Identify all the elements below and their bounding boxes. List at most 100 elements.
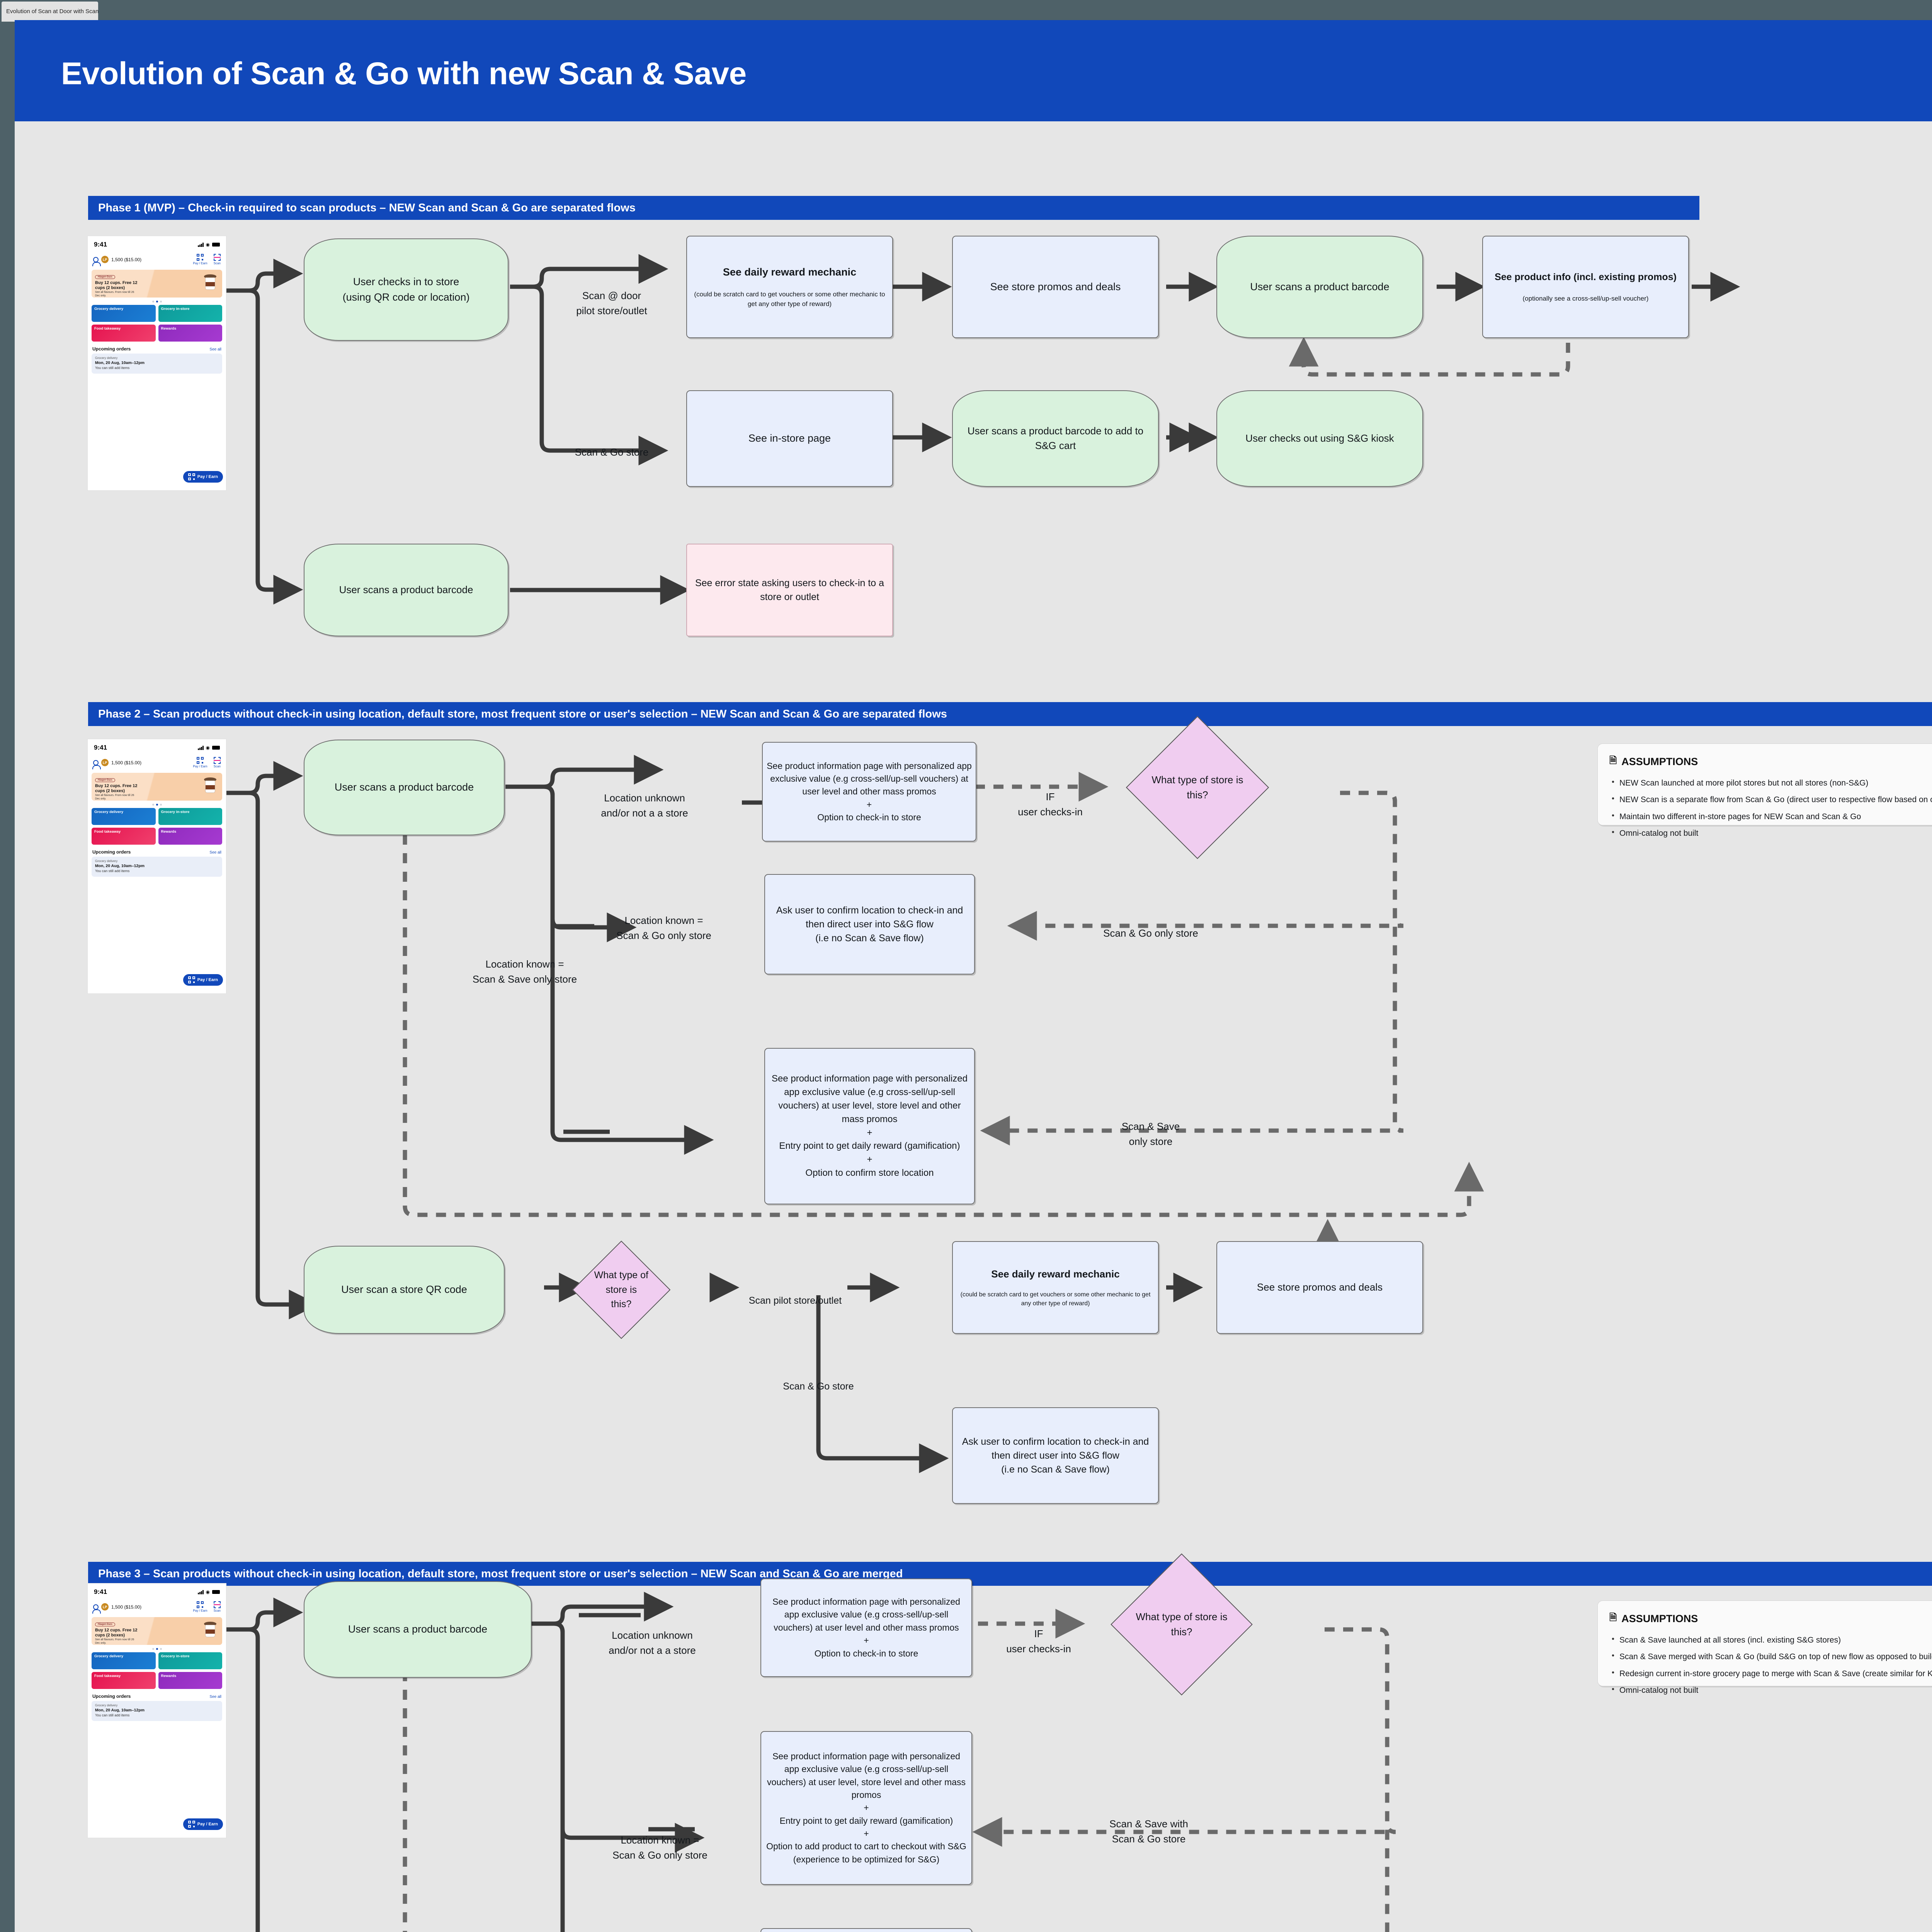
node-p2-product-info-ss[interactable]: See product information page with person…	[764, 1048, 975, 1204]
node-p1-checkout-kiosk[interactable]: User checks out using S&G kiosk	[1216, 390, 1423, 487]
qr-icon	[197, 757, 204, 764]
node-p3-scan-barcode[interactable]: User scans a product barcode	[304, 1581, 532, 1678]
tile-rewards[interactable]: Rewards	[158, 828, 222, 845]
pay-earn-action[interactable]: Pay / Earn	[193, 254, 207, 265]
section-title: Upcoming orders	[92, 1694, 131, 1699]
promo-banner[interactable]: Häagen-Dazs Buy 12 cups. Free 12 cups (2…	[92, 1617, 222, 1645]
tile-food-takeaway[interactable]: Food takeaway	[92, 1672, 156, 1689]
scan-action[interactable]: Scan	[214, 254, 221, 265]
phase2-assumptions: 🗎 ASSUMPTIONS NEW Scan launched at more …	[1597, 743, 1932, 838]
tile-food-takeaway[interactable]: Food takeaway	[92, 828, 156, 845]
pay-earn-action[interactable]: Pay / Earn	[193, 757, 207, 768]
order-note: You can still add items	[95, 366, 130, 370]
tile-grocery-delivery[interactable]: Grocery delivery	[92, 305, 156, 322]
promo-banner[interactable]: Häagen-Dazs Buy 12 cups. Free 12 cups (2…	[92, 270, 222, 298]
order-type: Grocery delivery	[95, 356, 118, 360]
label-p3-if-user-checks-in: IF user checks-in	[1006, 1628, 1071, 1655]
phone-account-row: LP 1,500 ($15.00) Pay / Earn Scan	[88, 250, 226, 270]
tile-grocery-delivery[interactable]: Grocery delivery	[92, 1652, 156, 1669]
label-p3-location-known-sg: Location known = Scan & Go only store	[612, 1834, 707, 1861]
account-icon[interactable]	[92, 760, 101, 769]
order-type: Grocery delivery	[95, 1704, 118, 1707]
scan-action[interactable]: Scan	[214, 1601, 221, 1612]
service-tiles: Grocery delivery Grocery in-store Food t…	[88, 808, 226, 845]
assumptions-list: Scan & Save launched at all stores (incl…	[1609, 1634, 1932, 1696]
account-icon[interactable]	[92, 257, 101, 266]
node-p2-product-info-checkin[interactable]: See product information page with person…	[762, 742, 976, 842]
section-title: Upcoming orders	[92, 346, 131, 352]
phase2-bar: Phase 2 – Scan products without check-in…	[88, 702, 1932, 726]
node-p3-product-info-sg[interactable]: See product information page with person…	[760, 1731, 972, 1885]
assumptions-list: NEW Scan launched at more pilot stores b…	[1609, 777, 1932, 838]
label-p2-location-known-sg: Location known = Scan & Go only store	[616, 915, 711, 941]
node-p2-scan-barcode[interactable]: User scans a product barcode	[304, 740, 505, 835]
see-all-link[interactable]: See all	[209, 850, 221, 855]
node-p2-store-type-decision[interactable]: What type of store is this?	[1126, 716, 1269, 859]
node-p2-confirm-location-sg-2[interactable]: Ask user to confirm location to check-in…	[952, 1407, 1159, 1504]
tile-grocery-in-store[interactable]: Grocery in-store	[158, 305, 222, 322]
tile-grocery-in-store[interactable]: Grocery in-store	[158, 1652, 222, 1669]
qr-icon	[188, 473, 195, 480]
banner-subtext: See all flavours. From now till 26 Dec o…	[95, 794, 134, 800]
section-title: Upcoming orders	[92, 849, 131, 855]
order-card[interactable]: Grocery delivery Mon, 20 Aug, 10am–12pm …	[92, 1701, 222, 1721]
pay-earn-action[interactable]: Pay / Earn	[193, 1601, 207, 1612]
node-p2-confirm-location-sg[interactable]: Ask user to confirm location to check-in…	[764, 874, 975, 975]
node-p2-store-promos[interactable]: See store promos and deals	[1216, 1241, 1423, 1334]
pay-earn-fab[interactable]: Pay / Earn	[183, 1818, 223, 1830]
node-p1-scan-product-barcode[interactable]: User scans a product barcode	[1216, 236, 1423, 338]
node-p1-in-store-page[interactable]: See in-store page	[686, 390, 893, 487]
pay-earn-fab[interactable]: Pay / Earn	[183, 974, 223, 986]
banner-brand-logo: Häagen-Dazs	[95, 275, 115, 279]
list-item: Scan & Save merged with Scan & Go (build…	[1611, 1651, 1932, 1662]
scan-icon	[213, 1601, 221, 1608]
see-all-link[interactable]: See all	[209, 347, 221, 352]
battery-icon	[212, 746, 220, 750]
node-p1-daily-reward[interactable]: See daily reward mechanic (could be scra…	[686, 236, 893, 338]
phone-mockup-phase2: 9:41 ◉ LP 1,500 ($15.00) Pay / Earn	[87, 739, 226, 994]
browser-tab[interactable]: Evolution of Scan at Door with Scan & Go	[2, 2, 98, 22]
node-p2-scan-store-qr[interactable]: User scan a store QR code	[304, 1246, 505, 1334]
wifi-icon: ◉	[206, 242, 210, 247]
node-p2-daily-reward[interactable]: See daily reward mechanic (could be scra…	[952, 1241, 1159, 1334]
banner-subtext: See all flavours. From now till 26 Dec o…	[95, 291, 134, 297]
banner-headline: Buy 12 cups. Free 12 cups (2 boxes)	[95, 1628, 138, 1638]
tile-food-takeaway[interactable]: Food takeaway	[92, 325, 156, 342]
promo-banner[interactable]: Häagen-Dazs Buy 12 cups. Free 12 cups (2…	[92, 773, 222, 801]
points-value: 1,500 ($15.00)	[111, 1604, 142, 1610]
node-p2-store-type-decision-2[interactable]: What type of store is this?	[572, 1240, 671, 1339]
order-card[interactable]: Grocery delivery Mon, 20 Aug, 10am–12pm …	[92, 857, 222, 877]
node-p1-product-info[interactable]: See product info (incl. existing promos)…	[1482, 236, 1689, 338]
list-item: Redesign current in-store grocery page t…	[1611, 1668, 1932, 1679]
carousel-dots[interactable]	[88, 301, 226, 303]
scan-icon	[213, 757, 221, 764]
phone-status-bar: 9:41 ◉	[88, 739, 226, 753]
tile-rewards[interactable]: Rewards	[158, 325, 222, 342]
node-p1-scan-to-cart[interactable]: User scans a product barcode to add to S…	[952, 390, 1159, 487]
tile-grocery-delivery[interactable]: Grocery delivery	[92, 808, 156, 825]
ice-cream-image	[204, 776, 217, 793]
fab-label: Pay / Earn	[197, 474, 218, 479]
tile-grocery-in-store[interactable]: Grocery in-store	[158, 808, 222, 825]
carousel-dots[interactable]	[88, 1648, 226, 1650]
order-card[interactable]: Grocery delivery Mon, 20 Aug, 10am–12pm …	[92, 354, 222, 374]
phone-account-row: LP 1,500 ($15.00) Pay / Earn Scan	[88, 1597, 226, 1617]
scan-action[interactable]: Scan	[214, 757, 221, 768]
phone-status-bar: 9:41 ◉	[88, 236, 226, 250]
pay-earn-fab[interactable]: Pay / Earn	[183, 471, 223, 483]
node-p1-user-checks-in[interactable]: User checks in to store (using QR code o…	[304, 238, 509, 341]
node-p1-error-state[interactable]: See error state asking users to check-in…	[686, 544, 893, 636]
qr-icon	[197, 1601, 204, 1608]
list-item: Scan & Save launched at all stores (incl…	[1611, 1634, 1932, 1645]
see-all-link[interactable]: See all	[209, 1695, 221, 1699]
node-p3-product-info-ss[interactable]: See product information page with person…	[760, 1928, 972, 1932]
account-icon[interactable]	[92, 1604, 101, 1614]
node-p1-scan-barcode-no-checkin[interactable]: User scans a product barcode	[304, 544, 509, 636]
page-title: Evolution of Scan & Go with new Scan & S…	[61, 56, 747, 91]
tile-rewards[interactable]: Rewards	[158, 1672, 222, 1689]
node-p1-store-promos[interactable]: See store promos and deals	[952, 236, 1159, 338]
carousel-dots[interactable]	[88, 804, 226, 806]
status-time: 9:41	[94, 241, 107, 248]
label-p2-scan-go-store-2: Scan & Go store	[783, 1381, 854, 1392]
node-p3-product-info-checkin[interactable]: See product information page with person…	[760, 1578, 972, 1677]
